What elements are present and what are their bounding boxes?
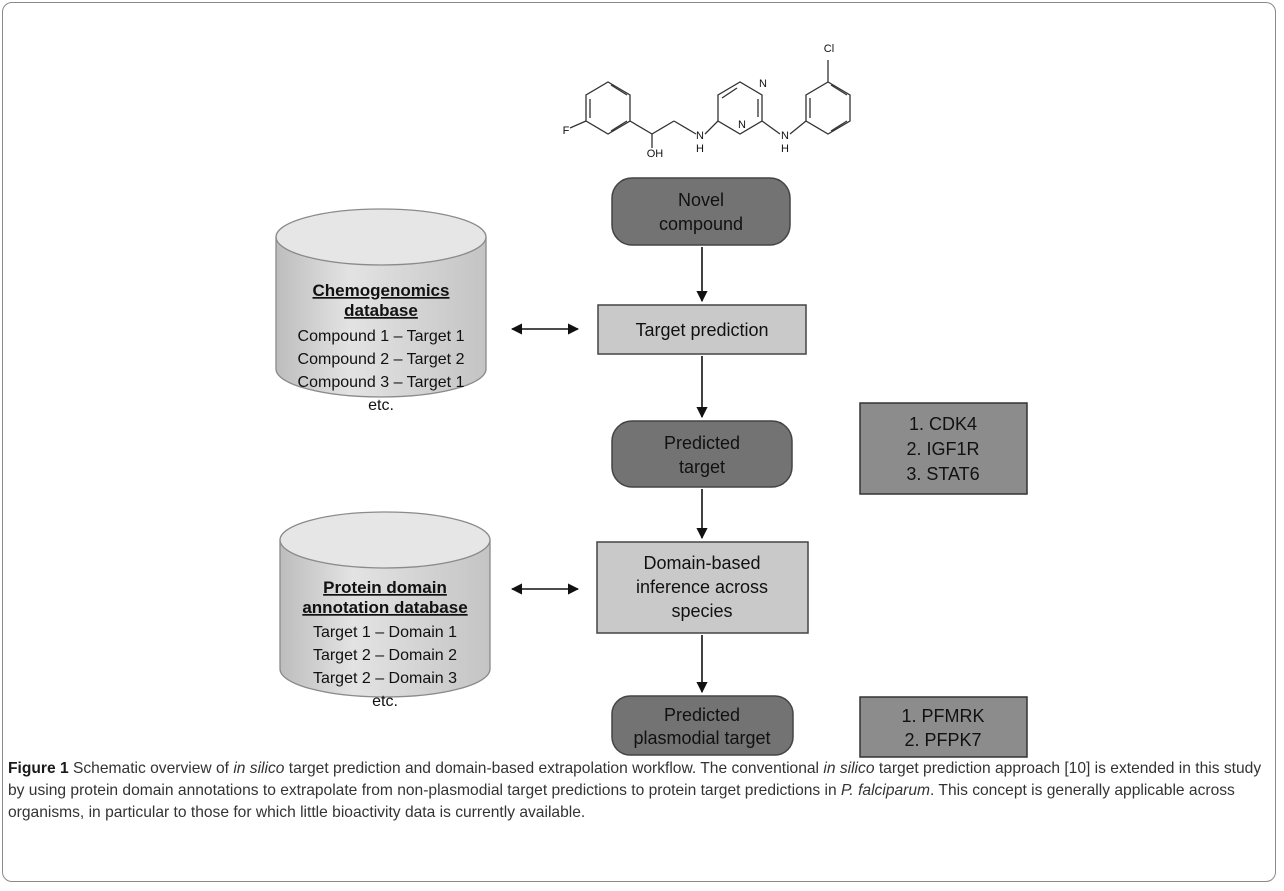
figure-caption: Figure 1 Schematic overview of in silico… [8, 758, 1270, 824]
domain-inference-line2: inference across [636, 577, 768, 597]
atom-amine-h1: H [696, 143, 704, 155]
chemical-structure [569, 60, 851, 148]
protein-domain-database: Protein domain annotation database Targe… [279, 511, 491, 710]
chemogenomics-title-line1: Chemogenomics [313, 281, 450, 300]
novel-compound-line2: compound [659, 214, 743, 234]
atom-hydroxyl: OH [647, 148, 664, 160]
predicted-target-item: 1. CDK4 [909, 414, 977, 434]
predicted-target-item: 3. STAT6 [906, 464, 979, 484]
protein-domain-row: Target 2 – Domain 3 [313, 670, 457, 687]
predicted-targets-list: 1. CDK4 2. IGF1R 3. STAT6 [859, 402, 1028, 495]
protein-domain-row: etc. [372, 693, 398, 710]
atom-chlorine: Cl [824, 43, 834, 55]
plasmodial-target-item: 1. PFMRK [901, 706, 984, 726]
predicted-target-item: 2. IGF1R [906, 439, 979, 459]
target-prediction-label: Target prediction [635, 320, 768, 340]
target-prediction-box: Target prediction [597, 304, 807, 355]
atom-ring-n-top: N [759, 78, 767, 90]
atom-amine-n1: N [696, 130, 704, 142]
plasmodial-target-item: 2. PFPK7 [904, 730, 981, 750]
caption-text: Schematic overview of [68, 760, 234, 777]
plasmodial-target-line2: plasmodial target [633, 728, 770, 748]
protein-domain-row: Target 1 – Domain 1 [313, 624, 457, 641]
domain-inference-line3: species [671, 601, 732, 621]
plasmodial-targets-list: 1. PFMRK 2. PFPK7 [859, 696, 1028, 758]
predicted-target-line2: target [679, 457, 725, 477]
novel-compound-line1: Novel [678, 190, 724, 210]
domain-inference-line1: Domain-based [643, 553, 760, 573]
protein-domain-title-line2: annotation database [302, 598, 467, 617]
caption-label: Figure 1 [8, 760, 69, 777]
caption-text: target prediction approach [10] is exten… [8, 760, 1262, 799]
caption-italic: P. falciparum [841, 782, 931, 799]
chemogenomics-title-line2: database [344, 301, 418, 320]
predicted-target-box: Predicted target [611, 420, 793, 488]
atom-amine-h2: H [781, 143, 789, 155]
chemogenomics-database: Chemogenomics database Compound 1 – Targ… [275, 208, 487, 414]
chemogenomics-row: Compound 1 – Target 1 [298, 328, 465, 345]
plasmodial-target-line1: Predicted [664, 705, 740, 725]
caption-italic: in silico [823, 760, 875, 777]
protein-domain-title-line1: Protein domain [323, 578, 447, 597]
atom-fluorine: F [563, 125, 570, 137]
atom-amine-n2: N [781, 130, 789, 142]
chemogenomics-row: Compound 3 – Target 1 [298, 374, 465, 391]
domain-inference-box: Domain-based inference across species [596, 541, 809, 634]
caption-text: . This concept is generally applicable a… [8, 782, 1235, 821]
predicted-plasmodial-target-box: Predicted plasmodial target [611, 695, 794, 756]
predicted-target-line1: Predicted [664, 433, 740, 453]
protein-domain-row: Target 2 – Domain 2 [313, 647, 457, 664]
novel-compound-box: Novel compound [611, 177, 791, 246]
chemogenomics-row: Compound 2 – Target 2 [298, 351, 465, 368]
caption-text: target prediction and domain-based extra… [284, 760, 824, 777]
atom-ring-n-bottom: N [738, 119, 746, 131]
chemogenomics-row: etc. [368, 397, 394, 414]
caption-italic: in silico [233, 760, 285, 777]
